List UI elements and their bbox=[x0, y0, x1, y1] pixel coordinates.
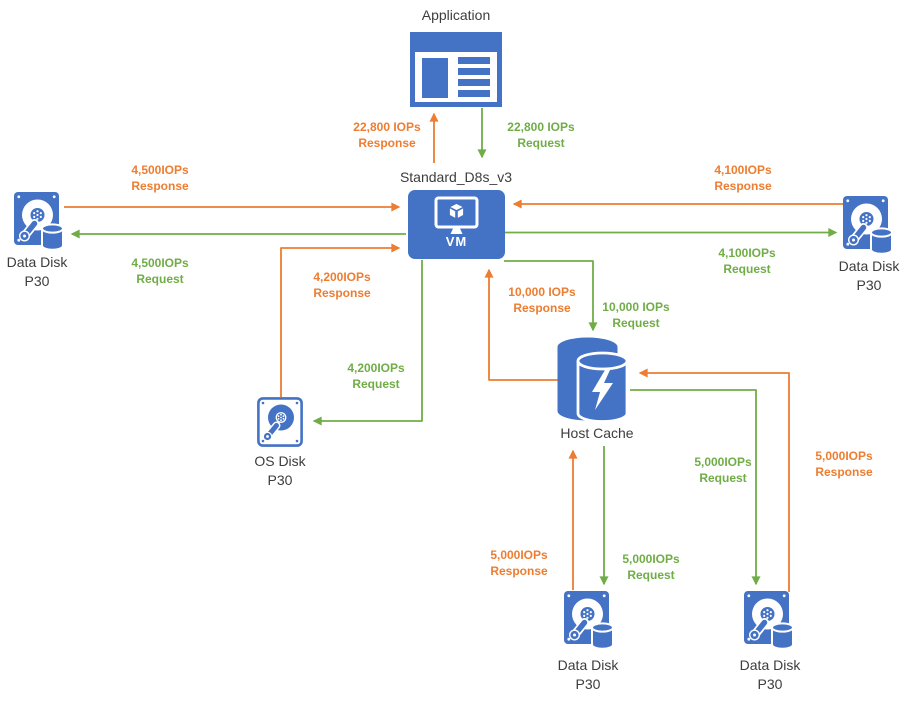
arrow-host-cache-to-bottom-right-disk-request bbox=[630, 389, 761, 586]
arrow-vm-to-host-cache-request bbox=[504, 260, 598, 332]
vm-label: Standard_D8s_v3 bbox=[399, 169, 513, 185]
application-icon bbox=[410, 32, 502, 112]
flow-label-bottom-center-response: 5,000IOPs Response bbox=[490, 548, 548, 578]
host-cache-label: Host Cache bbox=[560, 425, 634, 441]
data-disk-left-label: Data Disk P30 bbox=[6, 254, 68, 289]
data-disk-bottom-center-icon bbox=[564, 591, 616, 656]
flow-label-right-response: 4,100IOPs Response bbox=[714, 163, 772, 193]
flow-label-app-request: 22,800 IOPs Request bbox=[507, 120, 575, 150]
flow-label-bottom-right-response: 5,000IOPs Response bbox=[815, 449, 873, 479]
application-label: Application bbox=[421, 7, 491, 23]
data-disk-bottom-right-icon bbox=[744, 591, 796, 656]
flow-label-cache-request: 10,000 IOPs Request bbox=[602, 300, 670, 330]
arrow-vm-to-os-disk-request bbox=[312, 260, 423, 426]
vm-icon: VM bbox=[408, 190, 505, 264]
flow-label-right-request: 4,100IOPs Request bbox=[718, 246, 776, 276]
flow-label-cache-response: 10,000 IOPs Response bbox=[508, 285, 576, 315]
data-disk-bottom-center-label: Data Disk P30 bbox=[557, 657, 619, 692]
flow-label-app-response: 22,800 IOPs Response bbox=[353, 120, 421, 150]
vm-badge-label: VM bbox=[445, 234, 468, 249]
data-disk-right-icon bbox=[843, 196, 895, 261]
host-cache-icon bbox=[557, 337, 628, 429]
flow-label-os-request: 4,200IOPs Request bbox=[347, 361, 405, 391]
data-disk-bottom-right-label: Data Disk P30 bbox=[739, 657, 801, 692]
data-disk-left-icon bbox=[14, 192, 66, 257]
flow-label-bottom-center-request: 5,000IOPs Request bbox=[622, 552, 680, 582]
arrow-bottom-right-disk-to-host-cache-response bbox=[638, 368, 790, 592]
arrow-host-cache-to-vm-response bbox=[484, 268, 558, 381]
os-disk-label: OS Disk P30 bbox=[254, 453, 306, 488]
flow-label-bottom-right-request: 5,000IOPs Request bbox=[694, 455, 752, 485]
os-disk-icon bbox=[257, 397, 303, 452]
flow-label-left-response: 4,500IOPs Response bbox=[131, 163, 189, 193]
flow-label-left-request: 4,500IOPs Request bbox=[131, 256, 189, 286]
flow-label-os-response: 4,200IOPs Response bbox=[313, 270, 371, 300]
data-disk-right-label: Data Disk P30 bbox=[838, 258, 900, 293]
arrow-os-disk-to-vm-response bbox=[280, 243, 401, 397]
